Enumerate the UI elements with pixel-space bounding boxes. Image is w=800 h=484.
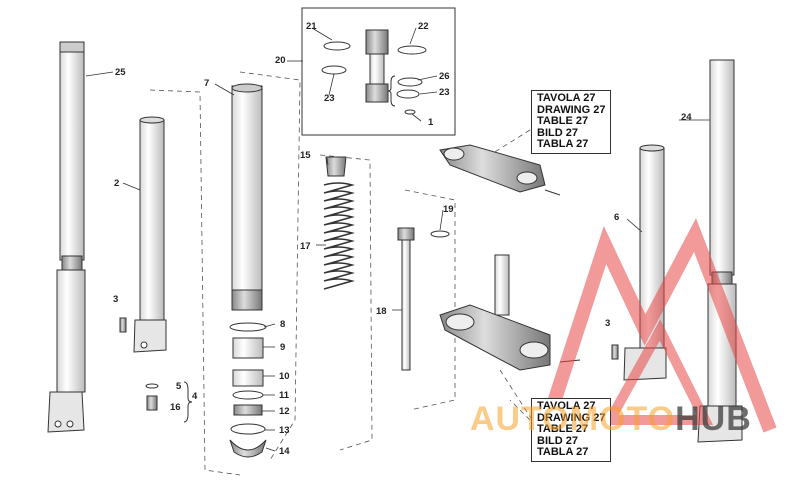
- callout-1: 1: [428, 117, 434, 128]
- stanchion-tube: [231, 83, 263, 311]
- reference-box-bottom: TAVOLA 27 DRAWING 27 TABLE 27 BILD 27 TA…: [531, 398, 612, 462]
- group-brace-26: [387, 75, 396, 107]
- callout-19: 19: [443, 204, 454, 215]
- reference-box-top: TAVOLA 27 DRAWING 27 TABLE 27 BILD 27 TA…: [531, 90, 612, 154]
- fork-leg-left: [47, 41, 86, 433]
- callout-20: 20: [275, 55, 286, 66]
- ref-bottom-line-2: DRAWING 27: [537, 411, 606, 424]
- callout-15: 15: [300, 150, 311, 161]
- outer-tube-left: [133, 116, 167, 353]
- seal-stack: [229, 322, 267, 458]
- callout-11: 11: [279, 390, 290, 401]
- callout-2: 2: [114, 178, 119, 189]
- leader-lines: [85, 27, 710, 452]
- callout-8: 8: [280, 319, 285, 330]
- spring-assembly: [323, 156, 355, 290]
- callout-24: 24: [681, 112, 692, 123]
- small-hardware: [119, 317, 619, 411]
- callout-3-right: 3: [605, 318, 610, 329]
- ref-top-line-1: TAVOLA 27: [537, 92, 596, 104]
- ref-top-line-3: TABLE 27: [537, 115, 589, 127]
- assembly-guide-lines: [149, 71, 546, 476]
- ref-bottom-line-4: BILD 27: [537, 434, 578, 447]
- callout-18: 18: [376, 306, 387, 317]
- callout-3-left: 3: [113, 294, 118, 305]
- callout-4: 4: [192, 391, 198, 402]
- callout-23-right: 23: [439, 87, 450, 98]
- callout-22: 22: [418, 21, 429, 32]
- callout-26: 26: [439, 71, 450, 82]
- cartridge-inset: [301, 7, 456, 136]
- ref-top-line-5: TABLA 27: [537, 138, 589, 150]
- callout-6: 6: [614, 212, 619, 223]
- callout-7: 7: [204, 78, 209, 89]
- watermark-logo: [538, 218, 777, 433]
- lower-triple-clamp: [439, 254, 581, 371]
- ref-top-line-4: BILD 27: [537, 126, 578, 139]
- callout-17: 17: [300, 241, 311, 252]
- callout-12: 12: [279, 406, 290, 417]
- callout-14: 14: [279, 446, 290, 457]
- callout-16: 16: [170, 402, 181, 413]
- ref-bottom-line-1: TAVOLA 27: [537, 400, 596, 412]
- group-brace: [183, 381, 193, 423]
- callout-21: 21: [306, 21, 317, 32]
- callout-10: 10: [279, 371, 290, 382]
- callout-9: 9: [280, 342, 285, 353]
- callout-5: 5: [176, 381, 182, 392]
- callout-23-left: 23: [324, 93, 335, 104]
- ref-bottom-line-3: TABLE 27: [537, 423, 589, 435]
- callout-25: 25: [115, 67, 126, 78]
- upper-triple-clamp: [439, 144, 561, 196]
- ref-bottom-line-5: TABLA 27: [537, 446, 589, 458]
- ref-top-line-2: DRAWING 27: [537, 103, 606, 116]
- callout-13: 13: [279, 425, 290, 436]
- damper-rod: [397, 227, 450, 371]
